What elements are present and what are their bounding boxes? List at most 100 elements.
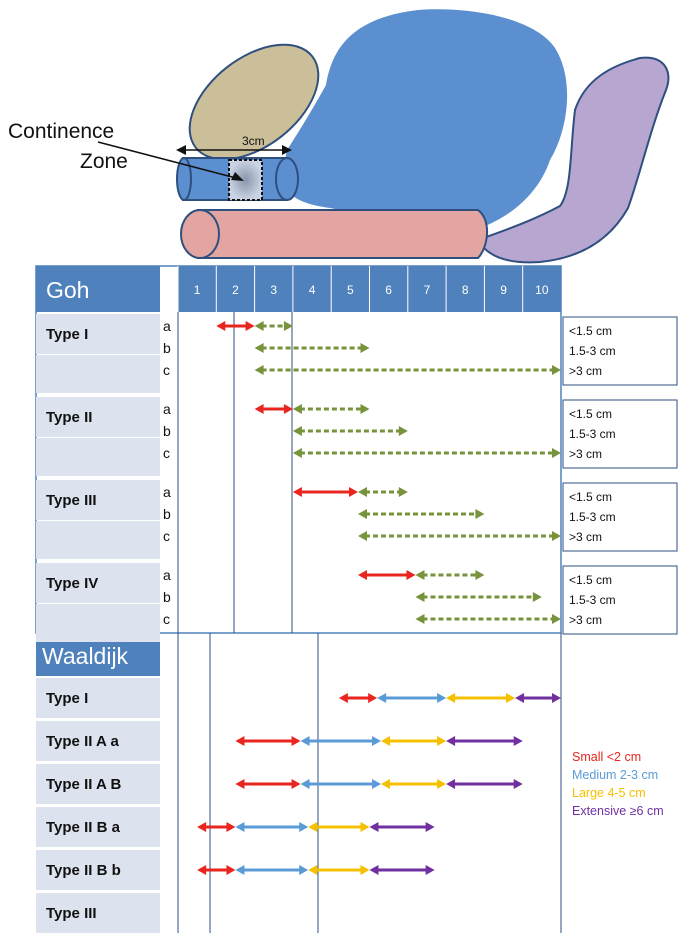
waaldijk-size-arrow-right-head-icon [299,865,309,875]
waaldijk-size-arrow-left-head-icon [235,736,245,746]
goh-green-arrow-left-head-icon [415,592,425,602]
goh-type-label: Type IV [46,575,98,592]
waaldijk-size-arrow [369,865,435,875]
goh-size-legend-item: 1.5-3 cm [569,510,616,524]
waaldijk-size-arrow-right-head-icon [371,736,381,746]
goh-red-arrow [216,321,255,331]
column-number-3: 3 [270,283,277,297]
goh-green-arrow-right-head-icon [552,448,561,458]
goh-red-arrow-right-head-icon [406,570,416,580]
waaldijk-size-arrow [377,693,447,703]
anatomy-illustration: 3cm Continence Zone [8,9,670,264]
waaldijk-size-arrow [446,736,523,746]
waaldijk-size-arrow-left-head-icon [446,736,456,746]
goh-green-arrow-left-head-icon [292,404,302,414]
goh-type-cell-lower [36,604,160,642]
waaldijk-size-arrow-left-head-icon [515,693,525,703]
waaldijk-size-arrow-right-head-icon [437,736,447,746]
goh-green-arrow [415,614,561,624]
goh-size-legend-item: 1.5-3 cm [569,593,616,607]
dimension-arrow-left-icon [176,145,186,155]
goh-green-arrow [292,448,561,458]
waaldijk-size-arrow [446,779,523,789]
waaldijk-size-arrow [515,693,561,703]
goh-size-legend-box [562,316,678,386]
goh-green-arrow-right-head-icon [532,592,542,602]
goh-green-arrow-right-head-icon [475,509,485,519]
waaldijk-type-label: Type II A a [46,733,119,750]
waaldijk-size-arrow-right-head-icon [360,865,370,875]
waaldijk-size-arrow-right-head-icon [226,865,236,875]
waaldijk-size-arrow-right-head-icon [360,822,370,832]
goh-size-legend-item: >3 cm [569,447,602,461]
waaldijk-type-label: Type III [46,905,97,922]
goh-type-label: Type II [46,409,92,426]
goh-type-label: Type I [46,326,88,343]
waaldijk-type-cell [36,678,160,718]
goh-type-cell [36,480,160,520]
goh-green-arrow-right-head-icon [283,321,293,331]
urethra-opening [176,157,192,201]
waaldijk-size-arrow-right-head-icon [437,779,447,789]
goh-red-arrow [292,487,359,497]
goh-row-letter: c [163,362,170,378]
waaldijk-type-cell [36,764,160,804]
waaldijk-legend-item: Medium 2-3 cm [572,768,658,782]
goh-row-letter: c [163,611,170,627]
goh-green-arrow [415,592,542,602]
goh-green-arrow [292,426,408,436]
goh-size-legend-item: 1.5-3 cm [569,344,616,358]
goh-type-cell-lower [36,355,160,393]
goh-size-legend-box [562,482,678,552]
uterus-shape [476,56,670,264]
waaldijk-size-arrow-left-head-icon [308,865,318,875]
waaldijk-size-arrow-left-head-icon [308,822,318,832]
goh-row-letter: b [163,589,171,605]
continence-pointer-line [97,141,237,179]
goh-green-arrow-right-head-icon [475,570,485,580]
column-number-6: 6 [385,283,392,297]
goh-red-arrow [358,570,416,580]
waaldijk-legend-item: Small <2 cm [572,750,641,764]
goh-green-arrow [358,531,561,541]
goh-green-arrow-right-head-icon [398,426,408,436]
waaldijk-size-arrow [300,736,381,746]
goh-green-arrow [254,343,370,353]
goh-size-legend-box [562,399,678,469]
dimension-label: 3cm [242,134,265,148]
waaldijk-size-arrow [235,822,309,832]
waaldijk-size-arrow-left-head-icon [369,865,379,875]
goh-green-arrow [292,404,370,414]
goh-red-arrow [254,404,293,414]
waaldijk-size-arrow-left-head-icon [235,822,245,832]
column-number-10: 10 [535,283,549,297]
goh-green-arrow-left-head-icon [358,531,368,541]
waaldijk-size-arrow [197,822,236,832]
goh-size-legend-box [562,565,678,635]
waaldijk-size-arrow [446,693,516,703]
waaldijk-size-arrow-left-head-icon [197,865,207,875]
goh-green-arrow-left-head-icon [254,343,264,353]
goh-green-arrow-left-head-icon [358,509,368,519]
continence-label-line1: Continence [8,120,114,143]
column-number-8: 8 [462,283,469,297]
goh-red-arrow-left-head-icon [216,321,226,331]
goh-size-legend-item: <1.5 cm [569,573,612,587]
waaldijk-size-arrow-left-head-icon [377,693,387,703]
goh-red-arrow-right-head-icon [283,404,293,414]
goh-row-letter: a [163,318,171,334]
goh-header-bar [36,266,160,312]
goh-size-legend-item: <1.5 cm [569,490,612,504]
goh-size-legend-item: >3 cm [569,364,602,378]
goh-row-letter: a [163,401,171,417]
waaldijk-legend-item: Large 4-5 cm [572,786,646,800]
waaldijk-legend-item: Extensive ≥6 cm [572,804,664,818]
continence-pointer-arrow-icon [231,172,244,181]
waaldijk-size-arrow [380,736,447,746]
waaldijk-size-arrow-left-head-icon [338,693,348,703]
waaldijk-size-arrow [338,693,378,703]
goh-type-cell [36,314,160,354]
goh-red-arrow-left-head-icon [254,404,264,414]
goh-type-cell [36,563,160,603]
